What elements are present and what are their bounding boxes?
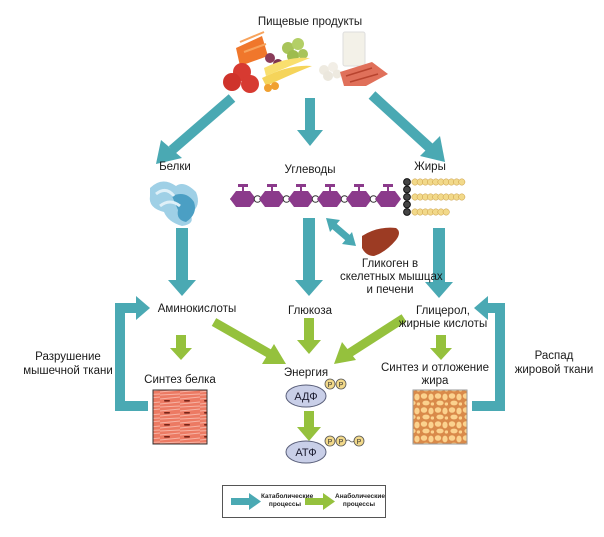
legend-catabolic-label: Катаболические процессы [261, 493, 314, 508]
glucose-label: Глюкоза [287, 305, 332, 317]
arrow-food-to-carbs [297, 98, 323, 146]
food-title: Пищевые продукты [257, 16, 363, 28]
glycerol-atom-icon [403, 178, 411, 186]
carrots-icon [236, 31, 268, 66]
arrow-fats-to-glycerol [425, 228, 453, 298]
arrow-glycerol-to-fat-synthesis [430, 335, 452, 360]
phosphate-icon: P [335, 435, 347, 447]
bananas-icon [262, 57, 312, 92]
protein-synthesis-label: Синтез белка [144, 374, 216, 386]
glucose-unit-icon [317, 184, 343, 207]
muscle-breakdown-label: Разрушение мышечной ткани [23, 351, 113, 377]
atp-molecule: АТФ P P P [285, 435, 365, 464]
arrow-muscle-breakdown-loop [115, 296, 150, 411]
arrow-carbs-to-glucose [295, 218, 323, 296]
glucose-unit-icon [259, 184, 285, 207]
legend-anabolic-label: Анаболические процессы [335, 493, 385, 508]
glycerol-atom-icon [403, 193, 411, 201]
fatty-acid-atom-icon [442, 208, 450, 216]
svg-text:P: P [339, 439, 344, 446]
fat-breakdown-label: Распад жировой ткани [514, 350, 594, 376]
adipose-tissue-icon [412, 389, 468, 445]
glycerol-atom-icon [403, 208, 411, 216]
phosphate-icon: P [353, 435, 365, 447]
catabolic-arrow-icon [231, 493, 261, 510]
fatty-acid-atom-icon [458, 178, 466, 186]
liver-icon [362, 227, 399, 256]
svg-text:P: P [357, 439, 362, 446]
proteins-label: Белки [159, 161, 191, 173]
protein-structure-icon [149, 181, 198, 226]
phosphate-icon: P [324, 378, 336, 390]
phosphate-icon: P [335, 378, 347, 390]
arrow-aminoacids-to-protein-synthesis [170, 335, 192, 360]
carbohydrate-chain-icon [230, 184, 401, 207]
meat-icon [340, 62, 388, 86]
arrow-food-to-fats [368, 91, 445, 162]
glycerol-label: Глицерол, жирные кислоты [398, 305, 488, 330]
svg-text:P: P [339, 382, 344, 389]
arrow-food-to-proteins [156, 94, 236, 164]
adp-molecule: АДФ P P [285, 378, 347, 408]
glycogen-label: Гликоген в скелетных мышцах и печени [340, 258, 443, 296]
glucose-unit-icon [375, 184, 401, 207]
glucose-unit-icon [288, 184, 314, 207]
milk-glass-icon [342, 31, 366, 67]
svg-text:P: P [328, 439, 333, 446]
arrow-glucose-to-energy [297, 318, 321, 354]
apples-icon [223, 63, 259, 93]
atp-label: АТФ [295, 447, 316, 459]
glycerol-atom-icon [403, 200, 411, 209]
adp-label: АДФ [294, 391, 317, 403]
legend: Катаболические процессы Анаболические пр… [222, 485, 386, 518]
amino-acids-label: Аминокислоты [157, 303, 237, 315]
energy-label: Энергия [283, 367, 329, 379]
anabolic-arrow-icon [305, 493, 335, 510]
high-energy-bond-icon [345, 439, 355, 443]
fat-synthesis-label: Синтез и отложение жира [381, 362, 489, 387]
arrow-adp-to-atp [297, 411, 321, 441]
food-illustration [223, 31, 388, 93]
arrow-glycerol-to-energy [334, 314, 407, 364]
eggs-icon [319, 62, 342, 81]
arrow-proteins-to-aminoacids [168, 228, 196, 296]
glycerol-atom-icon [403, 185, 411, 194]
carbohydrates-label: Углеводы [284, 164, 336, 176]
phosphate-icon: P [324, 435, 336, 447]
muscle-tissue-icon [152, 389, 208, 445]
fats-label: Жиры [414, 161, 446, 173]
glucose-unit-icon [230, 184, 256, 207]
arrow-fat-breakdown-loop [472, 296, 505, 411]
fatty-acid-atom-icon [458, 193, 466, 201]
triglyceride-icon [403, 178, 466, 216]
svg-text:P: P [328, 382, 333, 389]
arrow-aminoacids-to-energy [211, 318, 286, 364]
glucose-unit-icon [346, 184, 372, 207]
arrow-glycogen-exchange [326, 218, 356, 246]
